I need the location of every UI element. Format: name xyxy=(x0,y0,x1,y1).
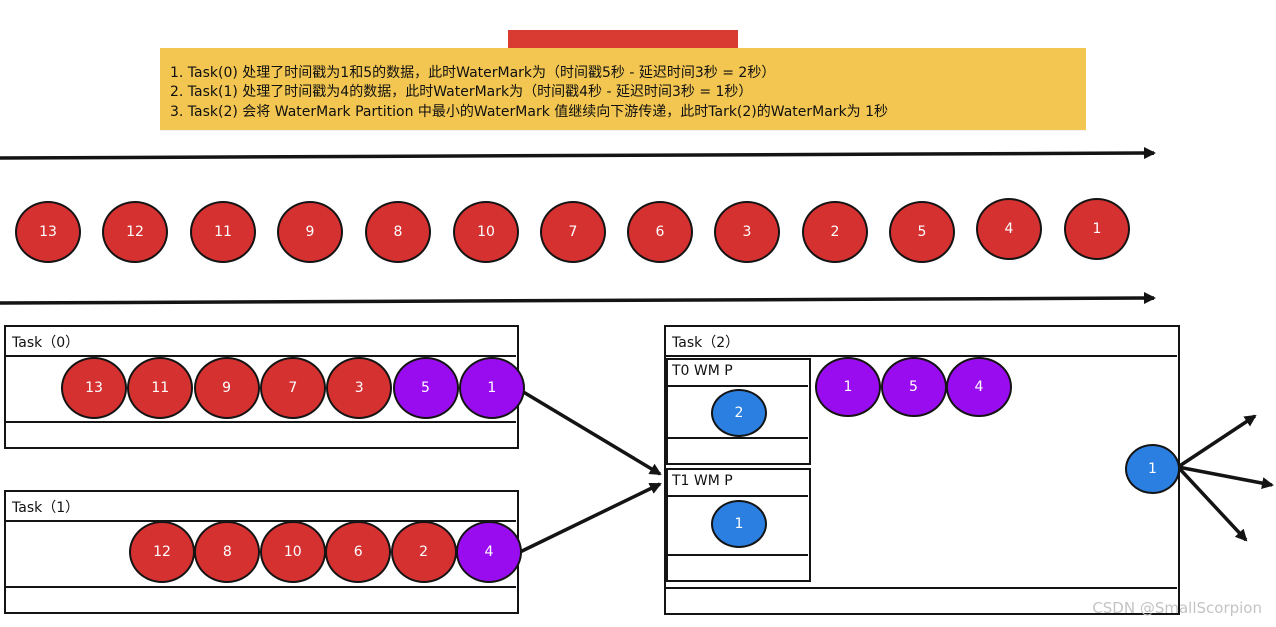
t0-watermark-value: 2 xyxy=(711,389,767,437)
stream-bottom-arrow xyxy=(0,292,1156,305)
task0-event: 7 xyxy=(259,357,326,419)
note-line-1: 1. Task(0) 处理了时间戳为1和5的数据，此时WaterMark为（时间… xyxy=(170,65,776,81)
stream-event: 11 xyxy=(190,201,256,263)
stream-event: 7 xyxy=(540,201,606,263)
output-arrow-mid xyxy=(1177,465,1274,490)
task1-to-task2-arrow xyxy=(519,482,662,554)
task2-received-event: 4 xyxy=(946,357,1012,417)
task0-event: 9 xyxy=(193,357,260,419)
stream-event: 5 xyxy=(889,201,955,263)
stream-top-arrow xyxy=(0,147,1156,160)
task0-event: 3 xyxy=(326,357,393,419)
task0-event: 13 xyxy=(61,357,127,419)
output-arrow-up xyxy=(1177,414,1257,469)
stream-event: 6 xyxy=(627,201,693,263)
t0-partition-title: T0 WM P xyxy=(672,363,733,379)
stream-event: 13 xyxy=(15,201,81,263)
output-arrow-down xyxy=(1176,465,1248,542)
task0-event: 1 xyxy=(458,357,525,419)
stream-event: 4 xyxy=(976,198,1042,260)
stream-event: 9 xyxy=(277,201,343,263)
stream-event: 1 xyxy=(1064,198,1130,260)
explanation-note: 1. Task(0) 处理了时间戳为1和5的数据，此时WaterMark为（时间… xyxy=(160,48,1086,130)
task1-event: 4 xyxy=(456,521,522,583)
task1-event: 12 xyxy=(129,521,195,583)
note-line-3: 3. Task(2) 会将 WaterMark Partition 中最小的Wa… xyxy=(170,104,889,120)
csdn-watermark: CSDN @SmallScorpion xyxy=(1092,599,1262,617)
note-line-2: 2. Task(1) 处理了时间戳为4的数据，此时WaterMark为（时间戳4… xyxy=(170,84,753,100)
task0-to-task2-arrow xyxy=(519,388,662,476)
task1-event: 6 xyxy=(325,521,392,583)
stream-event: 2 xyxy=(802,201,868,263)
task1-event: 10 xyxy=(259,521,326,583)
task2-received-event: 1 xyxy=(815,357,881,417)
task2-received-event: 5 xyxy=(880,357,947,417)
t0-watermark-partition: T0 WM P xyxy=(666,358,811,465)
t1-partition-title: T1 WM P xyxy=(672,473,733,489)
task1-event: 2 xyxy=(390,521,457,583)
stream-event: 8 xyxy=(365,201,431,263)
task2-output-watermark: 1 xyxy=(1125,444,1180,494)
task1-event: 8 xyxy=(194,521,261,583)
stream-event: 3 xyxy=(714,201,780,263)
task0-event: 11 xyxy=(127,357,194,419)
task2-title: Task（2） xyxy=(672,335,740,351)
stream-event: 12 xyxy=(102,201,168,263)
task1-title: Task（1） xyxy=(12,500,80,516)
task0-title: Task（0） xyxy=(12,335,80,351)
task0-event: 5 xyxy=(392,357,459,419)
stream-event: 10 xyxy=(453,201,519,263)
t1-watermark-value: 1 xyxy=(711,500,767,548)
